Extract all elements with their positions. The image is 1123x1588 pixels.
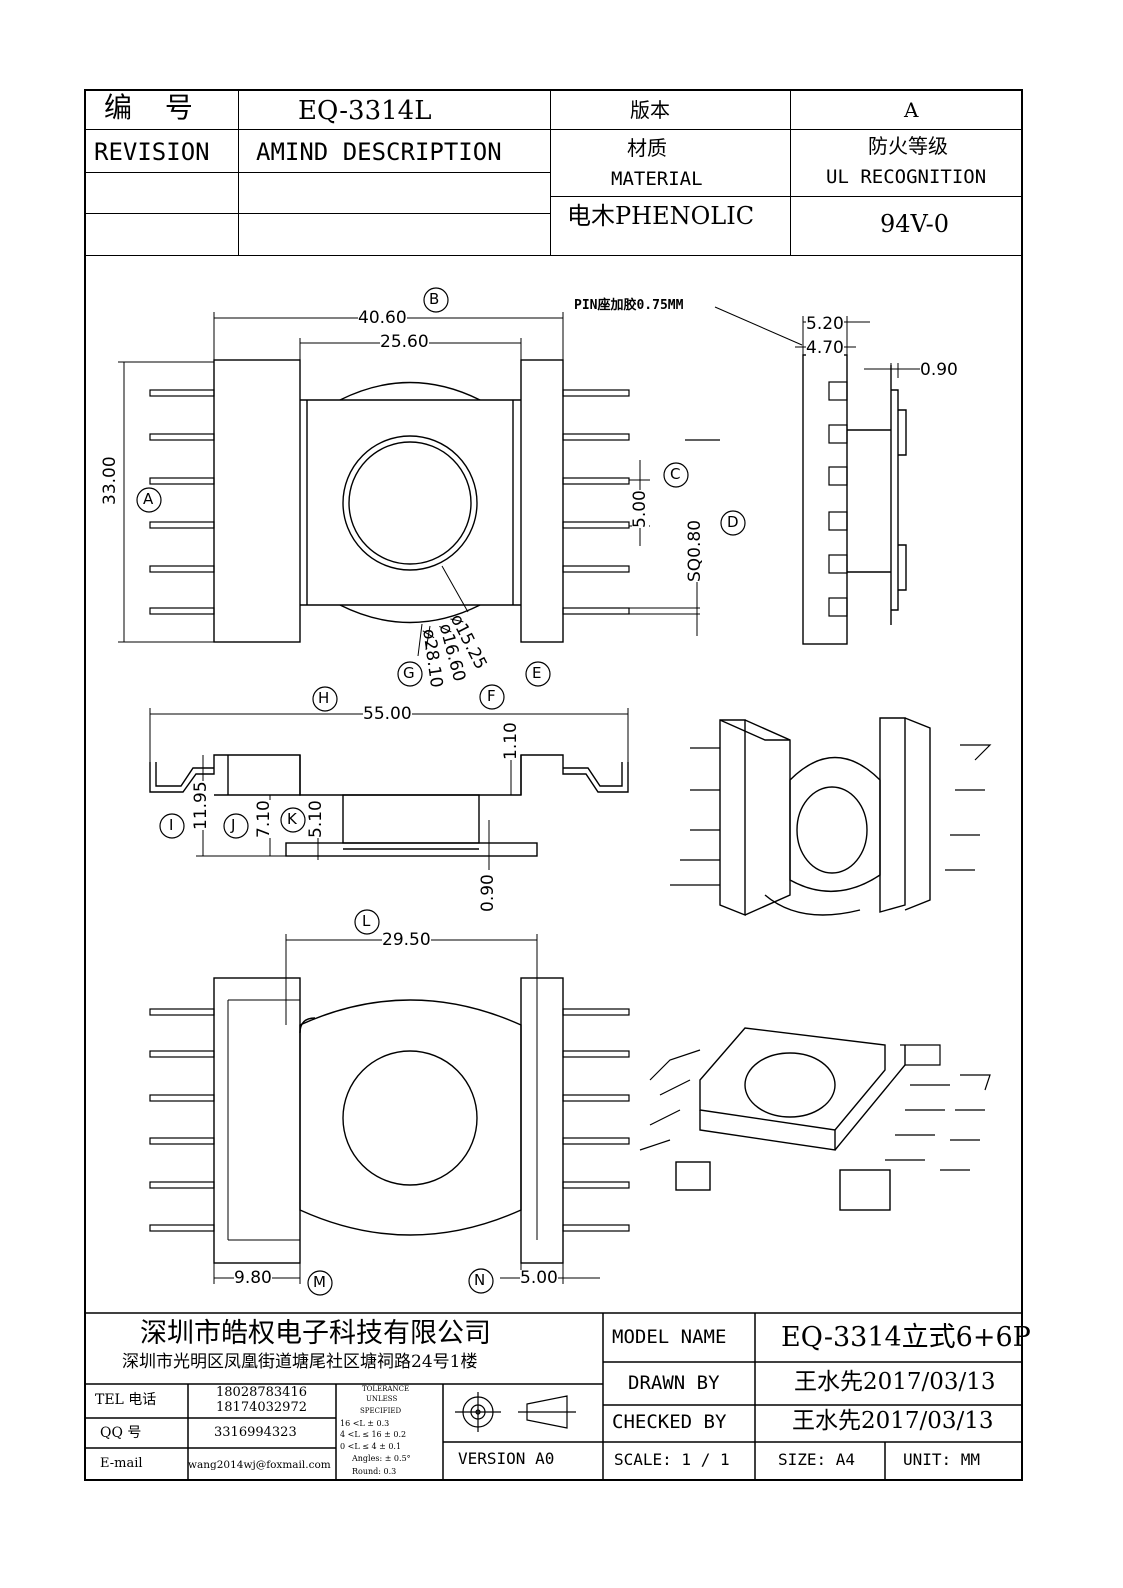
qq-number: 3316994323 [214,1425,297,1440]
side-view [714,306,920,645]
checked-by-label: CHECKED BY [612,1411,727,1433]
callout-k: K [287,810,297,828]
callout-m: M [313,1273,326,1291]
amind-label: AMIND DESCRIPTION [256,138,502,166]
callout-n: N [474,1271,486,1289]
ul-value: 94V-0 [880,210,950,238]
ul-label-en: UL RECOGNITION [826,166,987,188]
dim-a: 33.00 [100,456,120,505]
dim-d: SQ0.80 [685,519,705,582]
qq-label: QQ 号 [100,1425,142,1441]
drawing-sheet [84,89,1023,1481]
dim-side2: 4.70 [806,338,844,358]
tel-2: 18174032972 [216,1400,307,1415]
callout-h: H [318,689,330,707]
isometric-view-bottom [639,1027,991,1211]
tolerance-6: Angles: ± 0.5° [352,1454,411,1463]
dim-k2: 0.90 [478,874,498,912]
dim-c: 5.00 [630,490,650,528]
drawn-by-label: DRAWN BY [628,1372,720,1394]
dim-b2: 25.60 [380,332,429,352]
dim-j: 7.10 [254,800,274,838]
version-label: 版本 [630,98,670,122]
callout-j: J [231,816,236,834]
callout-i: I [169,816,174,834]
model-name-value: EQ-3314立式6+6P [781,1322,1031,1353]
tolerance-4: 4 <L ≤ 16 ± 0.2 [340,1430,407,1439]
bottom-view [149,934,630,1284]
callout-a: A [143,490,154,508]
material-value: 电木PHENOLIC [567,202,755,230]
size: SIZE: A4 [778,1450,856,1469]
ul-label-cn: 防火等级 [868,134,948,158]
dim-k: 5.10 [306,800,326,838]
dim-l: 29.50 [382,930,431,950]
part-number: EQ-3314L [298,96,432,126]
email-label: E-mail [100,1456,143,1471]
tolerance-1: UNLESS [366,1395,398,1403]
callout-g: G [403,664,415,682]
isometric-view-top [670,439,992,917]
callout-b: B [429,290,440,308]
dim-b: 40.60 [358,308,407,328]
tolerance-3: 16 <L ± 0.3 [340,1419,390,1428]
checked-by-value: 王水先2017/03/13 [792,1408,994,1434]
pin-note: PIN座加胶0.75MM [574,298,684,313]
dim-h2: 1.10 [501,722,521,760]
top-view [118,312,700,657]
company-address: 深圳市光明区凤凰街道塘尾社区塘祠路24号1楼 [122,1352,478,1372]
version-a0: VERSION A0 [458,1449,555,1468]
tolerance-2: SPECIFIED [360,1407,402,1415]
material-label-cn: 材质 [627,136,667,160]
callout-l: L [362,912,371,930]
model-name-label: MODEL NAME [612,1326,727,1348]
dim-i: 11.95 [191,781,211,830]
version-value: A [904,98,919,122]
callout-e: E [532,664,542,682]
dim-side3: 0.90 [920,360,958,380]
dim-n: 5.00 [520,1268,558,1288]
drawn-by-value: 王水先2017/03/13 [794,1369,996,1395]
dim-h: 55.00 [363,704,412,724]
dim-m: 9.80 [234,1268,272,1288]
number-label: 编 号 [104,91,205,124]
dim-side1: 5.20 [806,314,844,334]
tolerance-5: 0 <L ≤ 4 ± 0.1 [340,1442,402,1451]
callout-d: D [727,513,739,531]
email-address: wang2014wj@foxmail.com [188,1459,331,1471]
tel-label: TEL 电话 [95,1392,157,1408]
callout-f: F [487,687,496,705]
front-view [149,708,629,870]
callout-c: C [670,465,681,483]
tolerance-0: TOLERANCE [362,1385,410,1393]
revision-label: REVISION [94,138,210,166]
tolerance-7: Round: 0.3 [352,1467,397,1476]
company-name: 深圳市皓权电子科技有限公司 [140,1318,491,1349]
scale: SCALE: 1 / 1 [614,1450,730,1469]
unit: UNIT: MM [903,1450,981,1469]
tel-1: 18028783416 [216,1385,307,1400]
material-label-en: MATERIAL [611,168,703,190]
